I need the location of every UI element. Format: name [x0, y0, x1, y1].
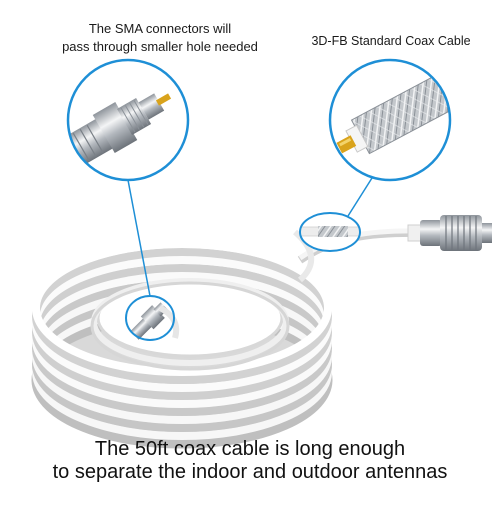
- braided-shield-icon: [328, 58, 452, 182]
- sma-callout-line2: pass through smaller hole needed: [62, 39, 258, 54]
- coax-callout-text: 3D-FB Standard Coax Cable: [311, 34, 471, 48]
- callout-line-left: [127, 179, 151, 297]
- sma-detail-magnifier: [66, 58, 190, 182]
- callout-line-right: [347, 177, 373, 217]
- cable-coil: [31, 240, 333, 449]
- sma-callout-line1: The SMA connectors will: [88, 21, 232, 36]
- uhf-connector-icon: [407, 215, 492, 251]
- product-caption: The 50ft coax cable is long enough to se…: [0, 438, 500, 484]
- cable-inset: [299, 212, 361, 252]
- caption-line2: to separate the indoor and outdoor anten…: [52, 461, 448, 483]
- sma-callout-text: The SMA connectors will pass through sma…: [58, 20, 262, 56]
- sma-connector-small: [130, 302, 180, 340]
- caption-line1: The 50ft coax cable is long enough: [94, 438, 406, 460]
